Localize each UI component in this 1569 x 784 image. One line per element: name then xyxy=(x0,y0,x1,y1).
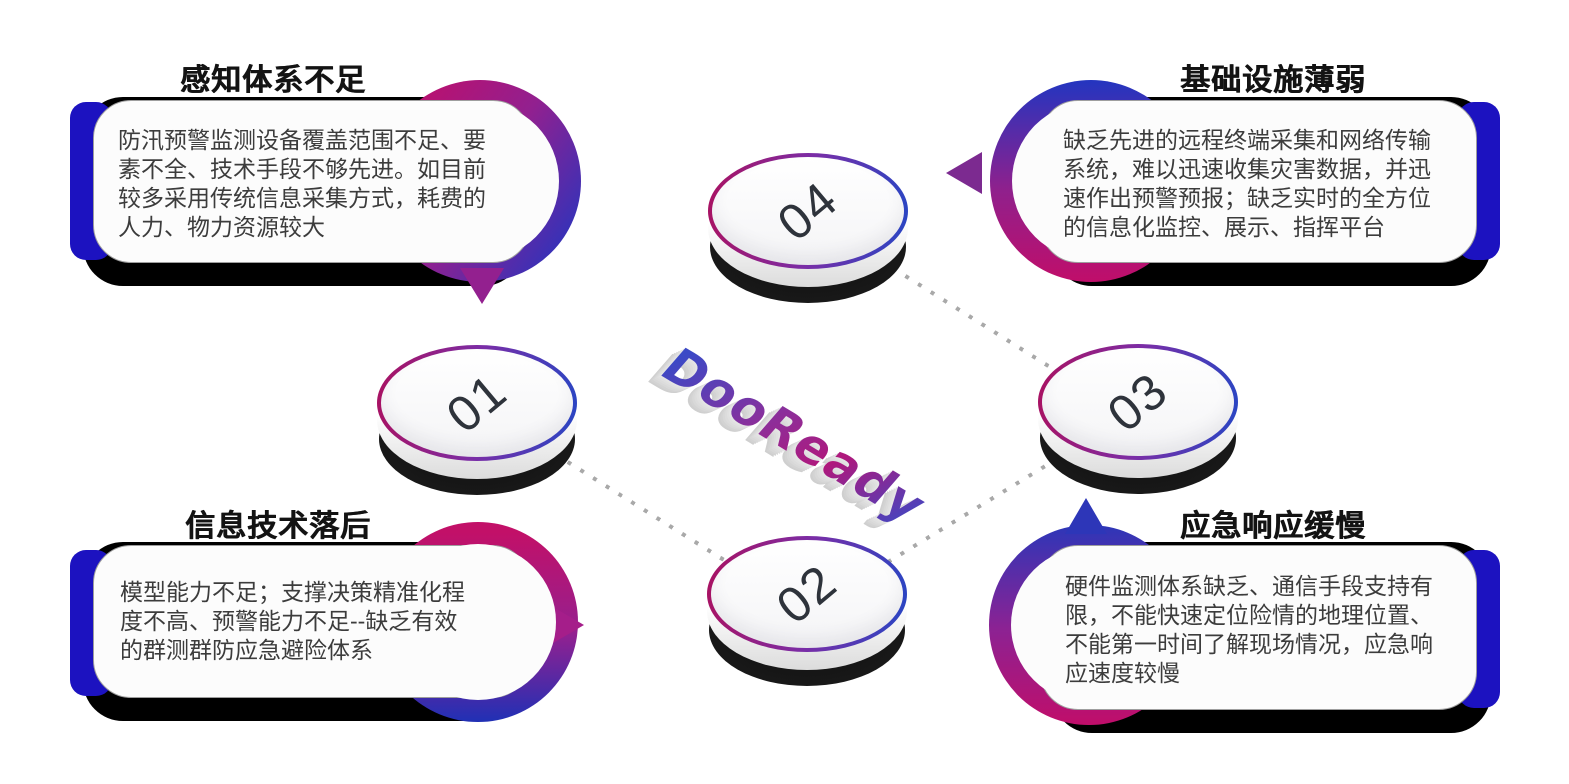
disc-face: 04 xyxy=(708,153,908,269)
card-body-01: 防汛预警监测设备覆盖范围不足、要 素不全、技术手段不够先进。如目前 较多采用传统… xyxy=(118,127,486,240)
problem-card-02: 信息技术落后 模型能力不足；支撑决策精准化程 度不高、预警能力不足--缺乏有效 … xyxy=(60,495,620,765)
step-disc-02: 02 xyxy=(707,536,907,688)
problem-card-03: 应急响应缓慢 硬件监测体系缺乏、通信手段支持有 限，不能快速定位险情的地理位置、… xyxy=(950,495,1525,784)
step-disc-03: 03 xyxy=(1038,344,1238,496)
bubble-tail-up xyxy=(1065,498,1107,534)
bubble-core xyxy=(400,544,556,700)
card-title-01: 感知体系不足 xyxy=(180,64,366,97)
problem-card-04: 基础设施薄弱 缺乏先进的远程终端采集和网络传输 系统，难以迅速收集灾害数据，并迅… xyxy=(946,50,1525,330)
step-number: 04 xyxy=(767,170,849,252)
disc-face: 01 xyxy=(377,345,577,461)
card-title-03: 应急响应缓慢 xyxy=(1180,510,1366,543)
watermark-face: DooReady xyxy=(649,338,939,534)
card-body-04: 缺乏先进的远程终端采集和网络传输 系统，难以迅速收集灾害数据，并迅 速作出预警预… xyxy=(1063,127,1431,240)
card-title-04: 基础设施薄弱 xyxy=(1180,64,1366,97)
card-title-02: 信息技术落后 xyxy=(185,510,371,543)
problem-card-01: 感知体系不足 防汛预警监测设备覆盖范围不足、要 素不全、技术手段不够先进。如目前… xyxy=(60,50,620,330)
bubble-tail-left xyxy=(946,152,982,194)
step-disc-04: 04 xyxy=(708,153,908,305)
step-number: 03 xyxy=(1097,361,1179,443)
dooready-watermark: DooReady DooReady xyxy=(649,338,1008,533)
step-number: 02 xyxy=(766,553,848,635)
bubble-core xyxy=(401,102,559,260)
card-body-02: 模型能力不足；支撑决策精准化程 度不高、预警能力不足--缺乏有效 的群测群防应急… xyxy=(120,579,465,663)
step-number: 01 xyxy=(436,362,518,444)
step-disc-01: 01 xyxy=(377,345,577,497)
bubble-core xyxy=(1011,547,1167,703)
disc-face: 03 xyxy=(1038,344,1238,460)
bubble-core xyxy=(1012,102,1170,260)
card-body-03: 硬件监测体系缺乏、通信手段支持有 限，不能快速定位险情的地理位置、 不能第一时间… xyxy=(1065,573,1433,686)
disc-face: 02 xyxy=(707,536,907,652)
bubble-tail-down xyxy=(460,268,504,304)
